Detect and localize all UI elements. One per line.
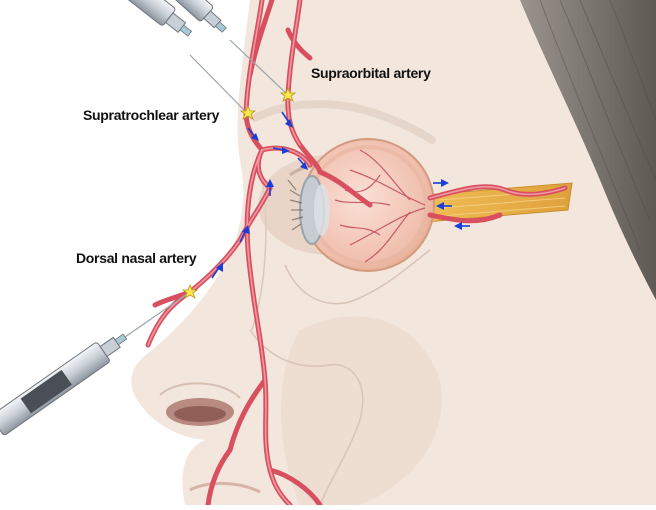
eyebrow xyxy=(251,100,436,144)
dorsal-nasal-artery-label: Dorsal nasal artery xyxy=(76,250,197,266)
skull-outline xyxy=(284,249,431,305)
injection-site-star-icon xyxy=(239,104,257,120)
hair xyxy=(520,0,656,300)
supraorbital-artery-label: Supraorbital artery xyxy=(311,65,431,81)
skull-outline-lower xyxy=(249,329,364,506)
needles xyxy=(124,39,289,338)
flow-arrow-icon xyxy=(436,202,452,210)
syringe-icon xyxy=(0,333,128,436)
flow-arrow-icon xyxy=(272,147,290,154)
nostril-inner xyxy=(174,406,226,422)
syringe-icon xyxy=(126,0,227,33)
lens xyxy=(314,184,330,236)
upper-lip xyxy=(189,481,261,494)
flow-arrow-icon xyxy=(297,157,308,170)
injection-site-star-icon xyxy=(279,86,297,102)
flow-arrow-icon xyxy=(211,262,223,279)
flow-arrow-icon xyxy=(281,111,293,128)
flow-arrow-icon xyxy=(433,179,449,187)
flow-arrows xyxy=(211,111,470,279)
injection-site-star-icon xyxy=(181,283,199,299)
hair-strands xyxy=(539,0,656,251)
needle-supraorbital xyxy=(229,39,289,96)
flow-arrow-icon xyxy=(239,225,250,243)
flow-arrow-icon xyxy=(247,127,259,141)
flow-arrow-icon xyxy=(454,222,470,230)
needle-dorsal-nasal xyxy=(124,291,191,338)
injection-sites xyxy=(181,86,297,299)
syringe-icon xyxy=(60,0,193,37)
needle-supratrochlear xyxy=(189,54,247,113)
supratrochlear-artery-label: Supratrochlear artery xyxy=(83,107,220,123)
eyelashes xyxy=(287,179,304,231)
flow-arrow-icon xyxy=(266,179,274,196)
nose-ala xyxy=(159,382,241,399)
